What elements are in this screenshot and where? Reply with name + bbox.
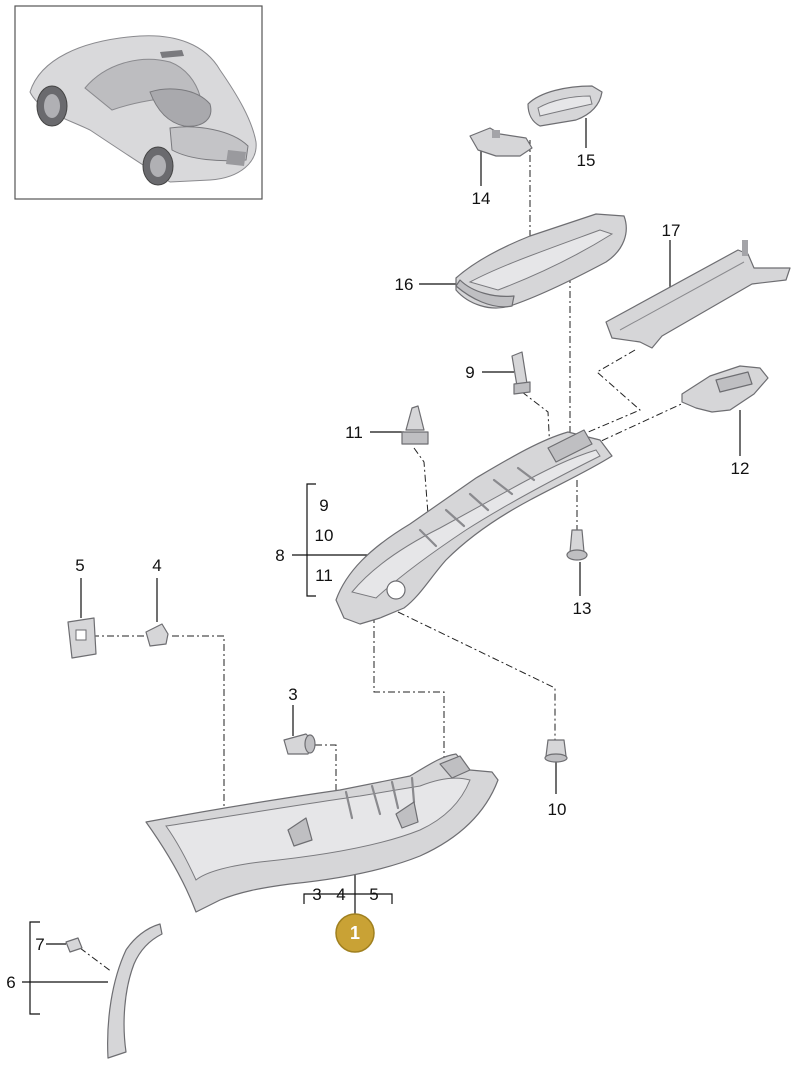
callout-1: 1: [350, 923, 360, 943]
callout-labels: 15 14 16 17 9 11 12 13 8 9 10 11 5 4 3 1…: [6, 151, 749, 992]
part-16-trim-cover: [455, 213, 627, 309]
part-17-rail: [605, 240, 791, 349]
callout-8: 8: [275, 546, 284, 565]
callout-group8-10: 10: [315, 526, 334, 545]
callout-6: 6: [6, 973, 15, 992]
callout-15: 15: [577, 151, 596, 170]
part-5-pad: [67, 617, 97, 659]
callout-17: 17: [662, 221, 681, 240]
callout-group1-4: 4: [336, 885, 345, 904]
callout-4: 4: [152, 556, 161, 575]
part-11-grommet: [401, 405, 429, 445]
callout-7: 7: [35, 935, 44, 954]
main-part-badge[interactable]: 1: [335, 913, 375, 953]
callout-3: 3: [288, 685, 297, 704]
part-3-clip: [283, 733, 316, 755]
callout-14: 14: [472, 189, 491, 208]
callout-5: 5: [75, 556, 84, 575]
part-15-cover: [527, 85, 603, 127]
callout-12: 12: [731, 459, 750, 478]
callout-group1-5: 5: [369, 885, 378, 904]
part-13-fastener: [566, 529, 588, 561]
callout-group1-3: 3: [312, 885, 321, 904]
part-12-hinge: [681, 365, 769, 413]
callout-11: 11: [345, 423, 363, 442]
callout-group8-9: 9: [319, 496, 328, 515]
part-10-grommet: [544, 739, 568, 763]
part-4-clip: [145, 623, 169, 647]
callout-13: 13: [573, 599, 592, 618]
part-8-trim-panel: [335, 429, 613, 625]
vehicle-thumbnail: [14, 5, 263, 200]
part-1-lower-trim: [145, 753, 499, 913]
callout-9: 9: [465, 363, 474, 382]
callout-16: 16: [395, 275, 414, 294]
part-6-strip: [107, 923, 163, 1059]
callout-10: 10: [548, 800, 567, 819]
part-7-clip: [65, 937, 83, 953]
part-9-clip: [511, 351, 531, 395]
callout-group8-11: 11: [315, 566, 333, 585]
part-14-bracket: [469, 127, 533, 157]
leader-lines: [22, 118, 741, 1015]
